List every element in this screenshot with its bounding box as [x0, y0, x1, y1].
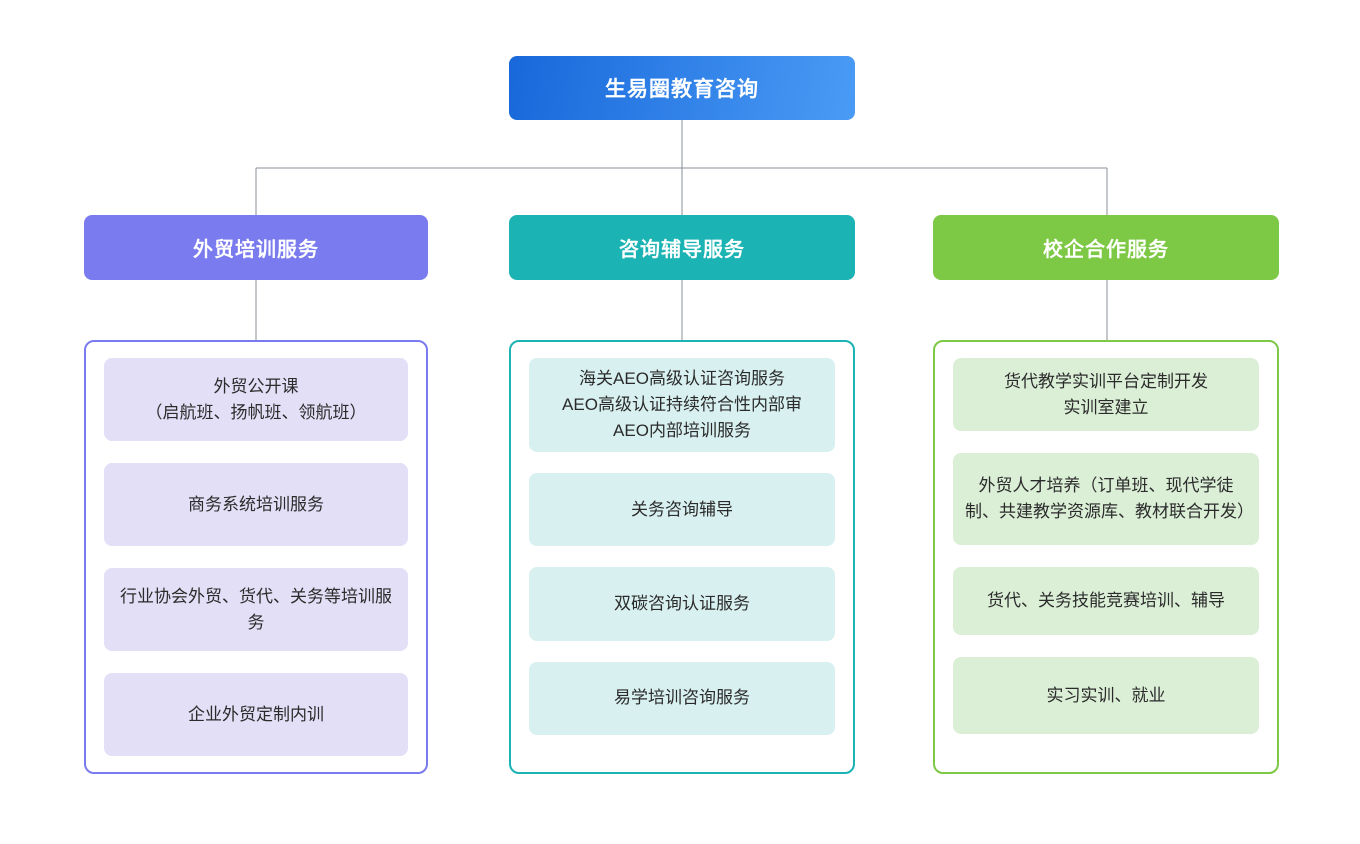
panel-item[interactable]: 外贸人才培养（订单班、现代学徒制、共建教学资源库、教材联合开发）: [953, 453, 1259, 546]
panel-item[interactable]: 行业协会外贸、货代、关务等培训服务: [104, 568, 408, 651]
panel-item[interactable]: 双碳咨询认证服务: [529, 567, 835, 641]
panel-item[interactable]: 关务咨询辅导: [529, 473, 835, 547]
panel-item[interactable]: 企业外贸定制内训: [104, 673, 408, 756]
panel-item[interactable]: 实习实训、就业: [953, 657, 1259, 734]
branch-header-training[interactable]: 外贸培训服务: [84, 215, 428, 280]
branch-header-school-enterprise[interactable]: 校企合作服务: [933, 215, 1279, 280]
branch-panel-training: 外贸公开课（启航班、扬帆班、领航班） 商务系统培训服务 行业协会外贸、货代、关务…: [84, 340, 428, 774]
panel-item[interactable]: 商务系统培训服务: [104, 463, 408, 546]
branch-header-label: 校企合作服务: [1043, 239, 1169, 261]
branch-header-label: 外贸培训服务: [193, 239, 319, 261]
panel-item[interactable]: 外贸公开课（启航班、扬帆班、领航班）: [104, 358, 408, 441]
branch-panel-school-enterprise: 货代教学实训平台定制开发实训室建立 外贸人才培养（订单班、现代学徒制、共建教学资…: [933, 340, 1279, 774]
panel-item[interactable]: 货代教学实训平台定制开发实训室建立: [953, 358, 1259, 432]
panel-item[interactable]: 货代、关务技能竞赛培训、辅导: [953, 567, 1259, 636]
root-node-label: 生易圈教育咨询: [605, 78, 759, 101]
panel-item[interactable]: 易学培训咨询服务: [529, 661, 835, 735]
branch-header-label: 咨询辅导服务: [619, 239, 745, 261]
branch-header-consulting[interactable]: 咨询辅导服务: [509, 215, 855, 280]
root-node[interactable]: 生易圈教育咨询: [509, 56, 855, 120]
